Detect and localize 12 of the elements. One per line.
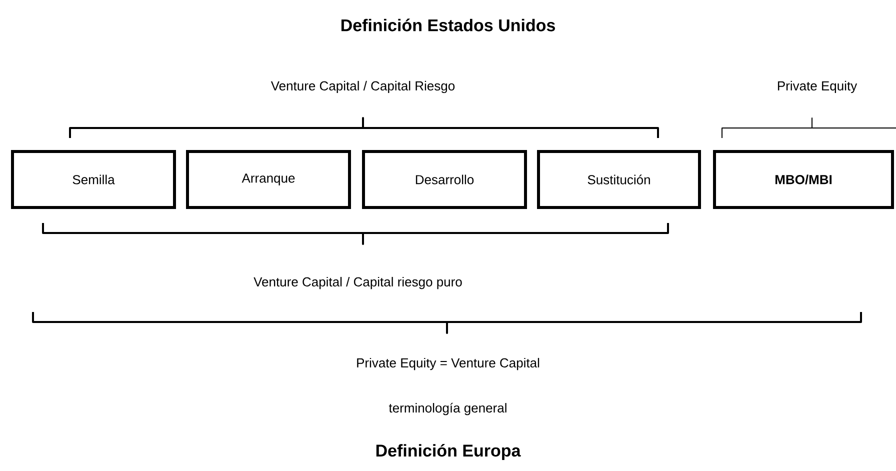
stage-box: Semilla bbox=[11, 150, 176, 209]
stage-box: Arranque bbox=[186, 150, 351, 209]
label: Venture Capital / Capital Riesgo bbox=[270, 80, 455, 94]
caption: Definición Europa bbox=[376, 444, 521, 460]
stage-box: Sustitución bbox=[537, 150, 701, 209]
label: Private Equity = Venture Capital bbox=[357, 358, 540, 370]
label: Private Equity bbox=[778, 80, 858, 94]
label: terminología general bbox=[388, 402, 506, 416]
stage-box: Desarrollo bbox=[362, 150, 527, 209]
label: Venture Capital / Capital riesgo puro bbox=[254, 276, 462, 290]
title: Definición Estados Unidos bbox=[341, 18, 555, 32]
stage-box: MBO/MBI bbox=[713, 150, 894, 209]
